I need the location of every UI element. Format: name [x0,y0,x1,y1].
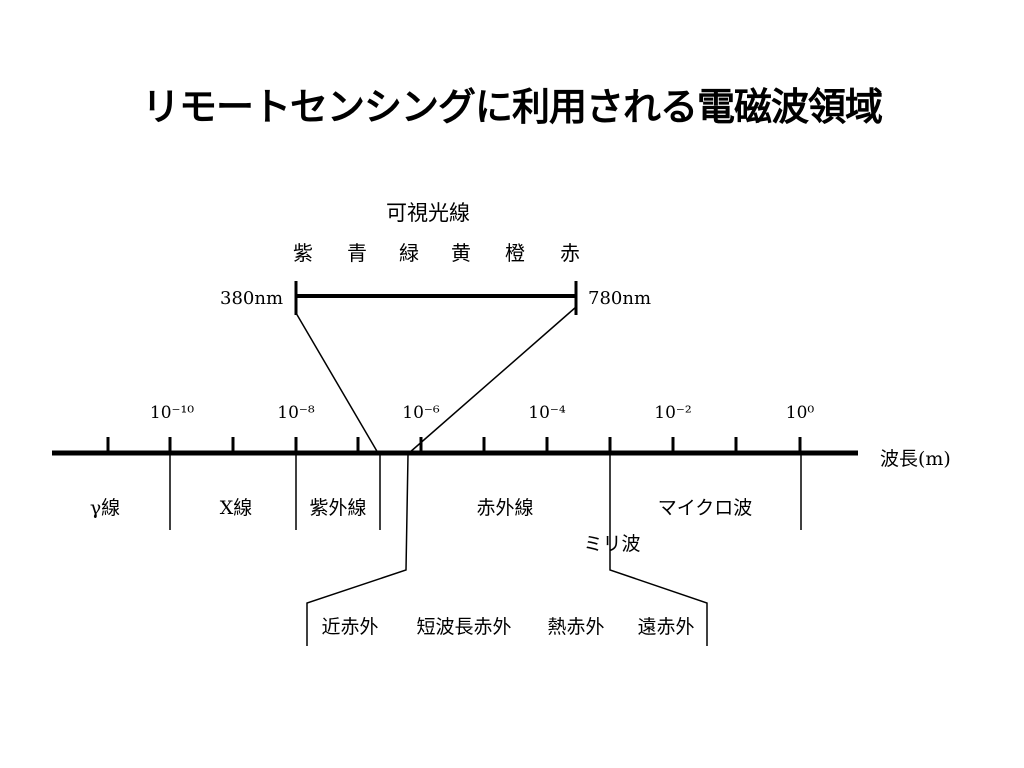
visible-light-heading: 可視光線 [386,201,470,225]
visible-zoom-right-line [408,306,577,454]
millimeter-wave-label: ミリ波 [583,533,640,555]
band-label-microwave: マイクロ波 [658,497,753,519]
tick-label-1e-4: 10⁻⁴ [528,403,566,423]
tick-label-1e-2: 10⁻² [654,403,691,423]
band-label-ultraviolet: 紫外線 [309,497,366,519]
visible-zoom-left-line [295,312,379,454]
tick-label-1e-8: 10⁻⁸ [277,403,315,423]
visible-max-label: 780nm [588,288,651,309]
visible-min-label: 380nm [220,288,283,309]
band-separators [169,455,802,530]
subband-thermal-infrared: 熱赤外 [547,616,604,638]
tick-label-1e-10: 10⁻¹⁰ [150,403,194,423]
visible-color-orange: 橙 [505,241,525,265]
infrared-bracket-right [609,455,708,646]
visible-color-green: 緑 [399,241,419,265]
band-label-infrared: 赤外線 [476,497,533,519]
subband-near-infrared: 近赤外 [321,616,378,638]
subband-shortwave-infrared: 短波長赤外 [416,616,511,638]
subband-far-infrared: 遠赤外 [637,616,694,638]
slide-title: リモートセンシングに利用される電磁波領域 [141,85,883,129]
visible-color-list: 紫 青 緑 黄 橙 赤 [293,241,580,265]
visible-color-red: 赤 [560,241,580,265]
band-labels: γ線 X線 紫外線 赤外線 マイクロ波 [90,497,752,519]
visible-color-yellow: 黄 [451,241,471,265]
axis-ticks [106,437,802,453]
visible-color-blue: 青 [347,241,367,265]
tick-label-1e0: 10⁰ [786,403,815,423]
visible-color-violet: 紫 [293,241,313,265]
axis-tick-labels: 10⁻¹⁰ 10⁻⁸ 10⁻⁶ 10⁻⁴ 10⁻² 10⁰ [150,403,815,423]
band-label-xray: X線 [220,497,253,519]
infrared-subbands: 近赤外 短波長赤外 熱赤外 遠赤外 [321,616,694,638]
axis-label: 波長(m) [880,448,951,470]
tick-label-1e-6: 10⁻⁶ [402,403,440,423]
infrared-bracket-left [306,454,409,646]
band-label-gamma: γ線 [90,497,120,519]
